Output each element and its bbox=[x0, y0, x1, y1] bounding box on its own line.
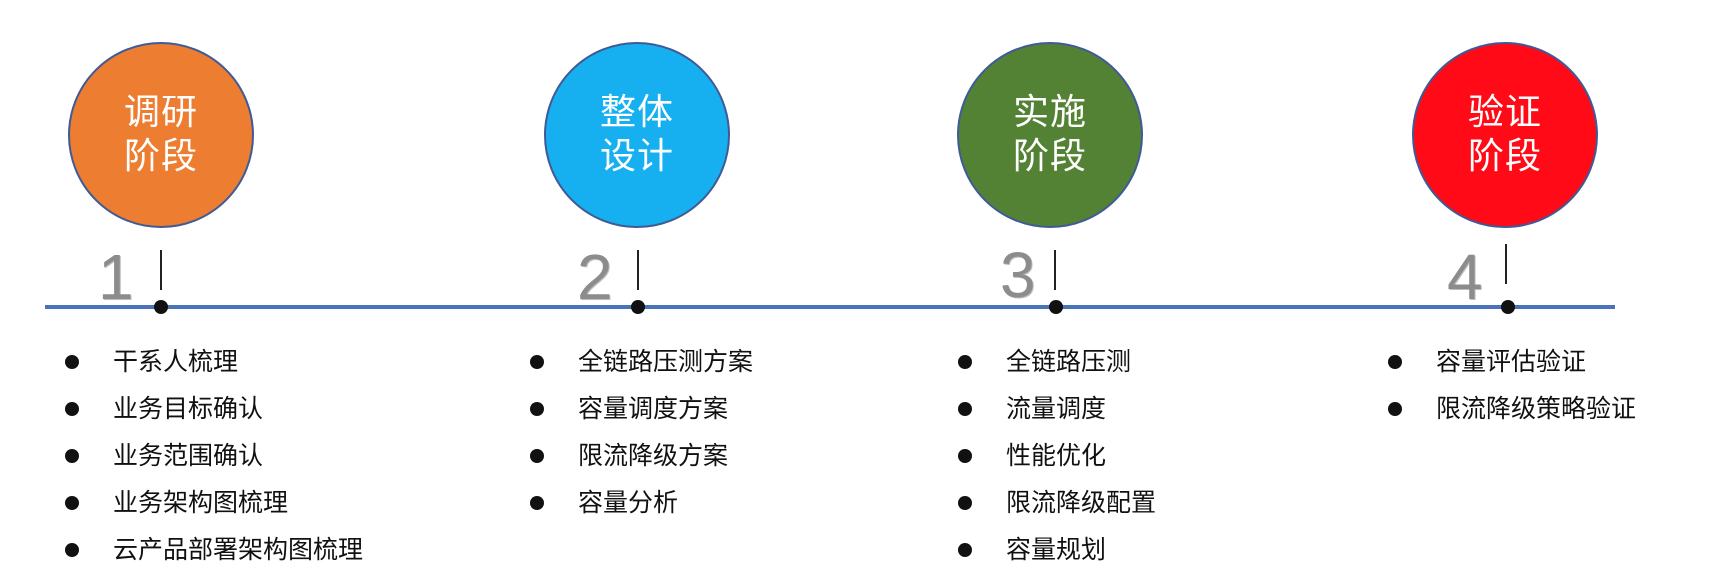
bullet-icon bbox=[958, 355, 972, 369]
list-item: 容量调度方案 bbox=[530, 385, 753, 432]
bullet-icon bbox=[958, 449, 972, 463]
task-label: 容量调度方案 bbox=[578, 394, 729, 423]
list-item: 云产品部署架构图梳理 bbox=[65, 526, 363, 573]
bullet-icon bbox=[530, 496, 544, 510]
list-item: 容量规划 bbox=[958, 526, 1156, 573]
task-label: 容量评估验证 bbox=[1436, 347, 1587, 376]
list-item: 全链路压测 bbox=[958, 338, 1156, 385]
phase-2-tick bbox=[637, 250, 639, 290]
task-label: 云产品部署架构图梳理 bbox=[113, 535, 364, 564]
task-label: 限流降级策略验证 bbox=[1436, 394, 1637, 423]
phase-3-title-line1: 实施 bbox=[1012, 92, 1087, 133]
bullet-icon bbox=[65, 496, 79, 510]
list-item: 限流降级配置 bbox=[958, 479, 1156, 526]
phase-4-tick bbox=[1505, 244, 1507, 284]
phase-2-title-line1: 整体 bbox=[599, 92, 674, 133]
phase-1-task-list: 干系人梳理 业务目标确认 业务范围确认 业务架构图梳理 云产品部署架构图梳理 bbox=[65, 338, 363, 573]
task-label: 业务目标确认 bbox=[113, 394, 264, 423]
bullet-icon bbox=[530, 402, 544, 416]
phase-2-marker bbox=[631, 300, 645, 314]
phase-2-number: 2 bbox=[577, 241, 613, 313]
phase-4-circle: 验证 阶段 bbox=[1412, 42, 1598, 228]
bullet-icon bbox=[65, 355, 79, 369]
bullet-icon bbox=[530, 449, 544, 463]
list-item: 业务目标确认 bbox=[65, 385, 363, 432]
task-label: 容量规划 bbox=[1006, 535, 1107, 564]
phase-2-circle: 整体 设计 bbox=[544, 42, 730, 228]
bullet-icon bbox=[1388, 402, 1402, 416]
phase-1-title-line1: 调研 bbox=[123, 92, 198, 133]
phase-1-circle: 调研 阶段 bbox=[68, 42, 254, 228]
bullet-icon bbox=[530, 355, 544, 369]
list-item: 容量分析 bbox=[530, 479, 753, 526]
bullet-icon bbox=[65, 402, 79, 416]
bullet-icon bbox=[958, 496, 972, 510]
phase-3-number: 3 bbox=[1000, 239, 1036, 311]
task-label: 全链路压测 bbox=[1006, 347, 1132, 376]
task-label: 限流降级方案 bbox=[578, 441, 729, 470]
bullet-icon bbox=[65, 543, 79, 557]
phase-4-task-list: 容量评估验证 限流降级策略验证 bbox=[1388, 338, 1636, 432]
list-item: 业务范围确认 bbox=[65, 432, 363, 479]
task-label: 干系人梳理 bbox=[113, 347, 239, 376]
list-item: 干系人梳理 bbox=[65, 338, 363, 385]
bullet-icon bbox=[65, 449, 79, 463]
timeline-axis bbox=[45, 305, 1615, 309]
phase-4-title-line1: 验证 bbox=[1467, 92, 1542, 133]
list-item: 全链路压测方案 bbox=[530, 338, 753, 385]
phase-3-title-line2: 阶段 bbox=[1012, 136, 1087, 177]
phase-2-title-line2: 设计 bbox=[599, 136, 674, 177]
phase-4-marker bbox=[1501, 300, 1515, 314]
list-item: 限流降级方案 bbox=[530, 432, 753, 479]
phase-1-tick bbox=[160, 250, 162, 290]
phase-2-task-list: 全链路压测方案 容量调度方案 限流降级方案 容量分析 bbox=[530, 338, 753, 526]
list-item: 性能优化 bbox=[958, 432, 1156, 479]
list-item: 限流降级策略验证 bbox=[1388, 385, 1636, 432]
phase-4-number: 4 bbox=[1447, 241, 1483, 313]
list-item: 容量评估验证 bbox=[1388, 338, 1636, 385]
phase-3-marker bbox=[1049, 300, 1063, 314]
phase-3-tick bbox=[1054, 250, 1056, 290]
bullet-icon bbox=[1388, 355, 1402, 369]
phase-3-circle: 实施 阶段 bbox=[957, 42, 1143, 228]
bullet-icon bbox=[958, 402, 972, 416]
task-label: 业务架构图梳理 bbox=[113, 488, 289, 517]
task-label: 全链路压测方案 bbox=[578, 347, 754, 376]
bullet-icon bbox=[958, 543, 972, 557]
task-label: 限流降级配置 bbox=[1006, 488, 1157, 517]
list-item: 业务架构图梳理 bbox=[65, 479, 363, 526]
task-label: 业务范围确认 bbox=[113, 441, 264, 470]
phase-1-title-line2: 阶段 bbox=[123, 136, 198, 177]
phase-1-marker bbox=[154, 300, 168, 314]
task-label: 流量调度 bbox=[1006, 394, 1107, 423]
task-label: 容量分析 bbox=[578, 488, 679, 517]
list-item: 流量调度 bbox=[958, 385, 1156, 432]
phase-3-task-list: 全链路压测 流量调度 性能优化 限流降级配置 容量规划 bbox=[958, 338, 1156, 573]
phase-1-number: 1 bbox=[98, 241, 134, 313]
phase-4-title-line2: 阶段 bbox=[1467, 136, 1542, 177]
task-label: 性能优化 bbox=[1006, 441, 1107, 470]
